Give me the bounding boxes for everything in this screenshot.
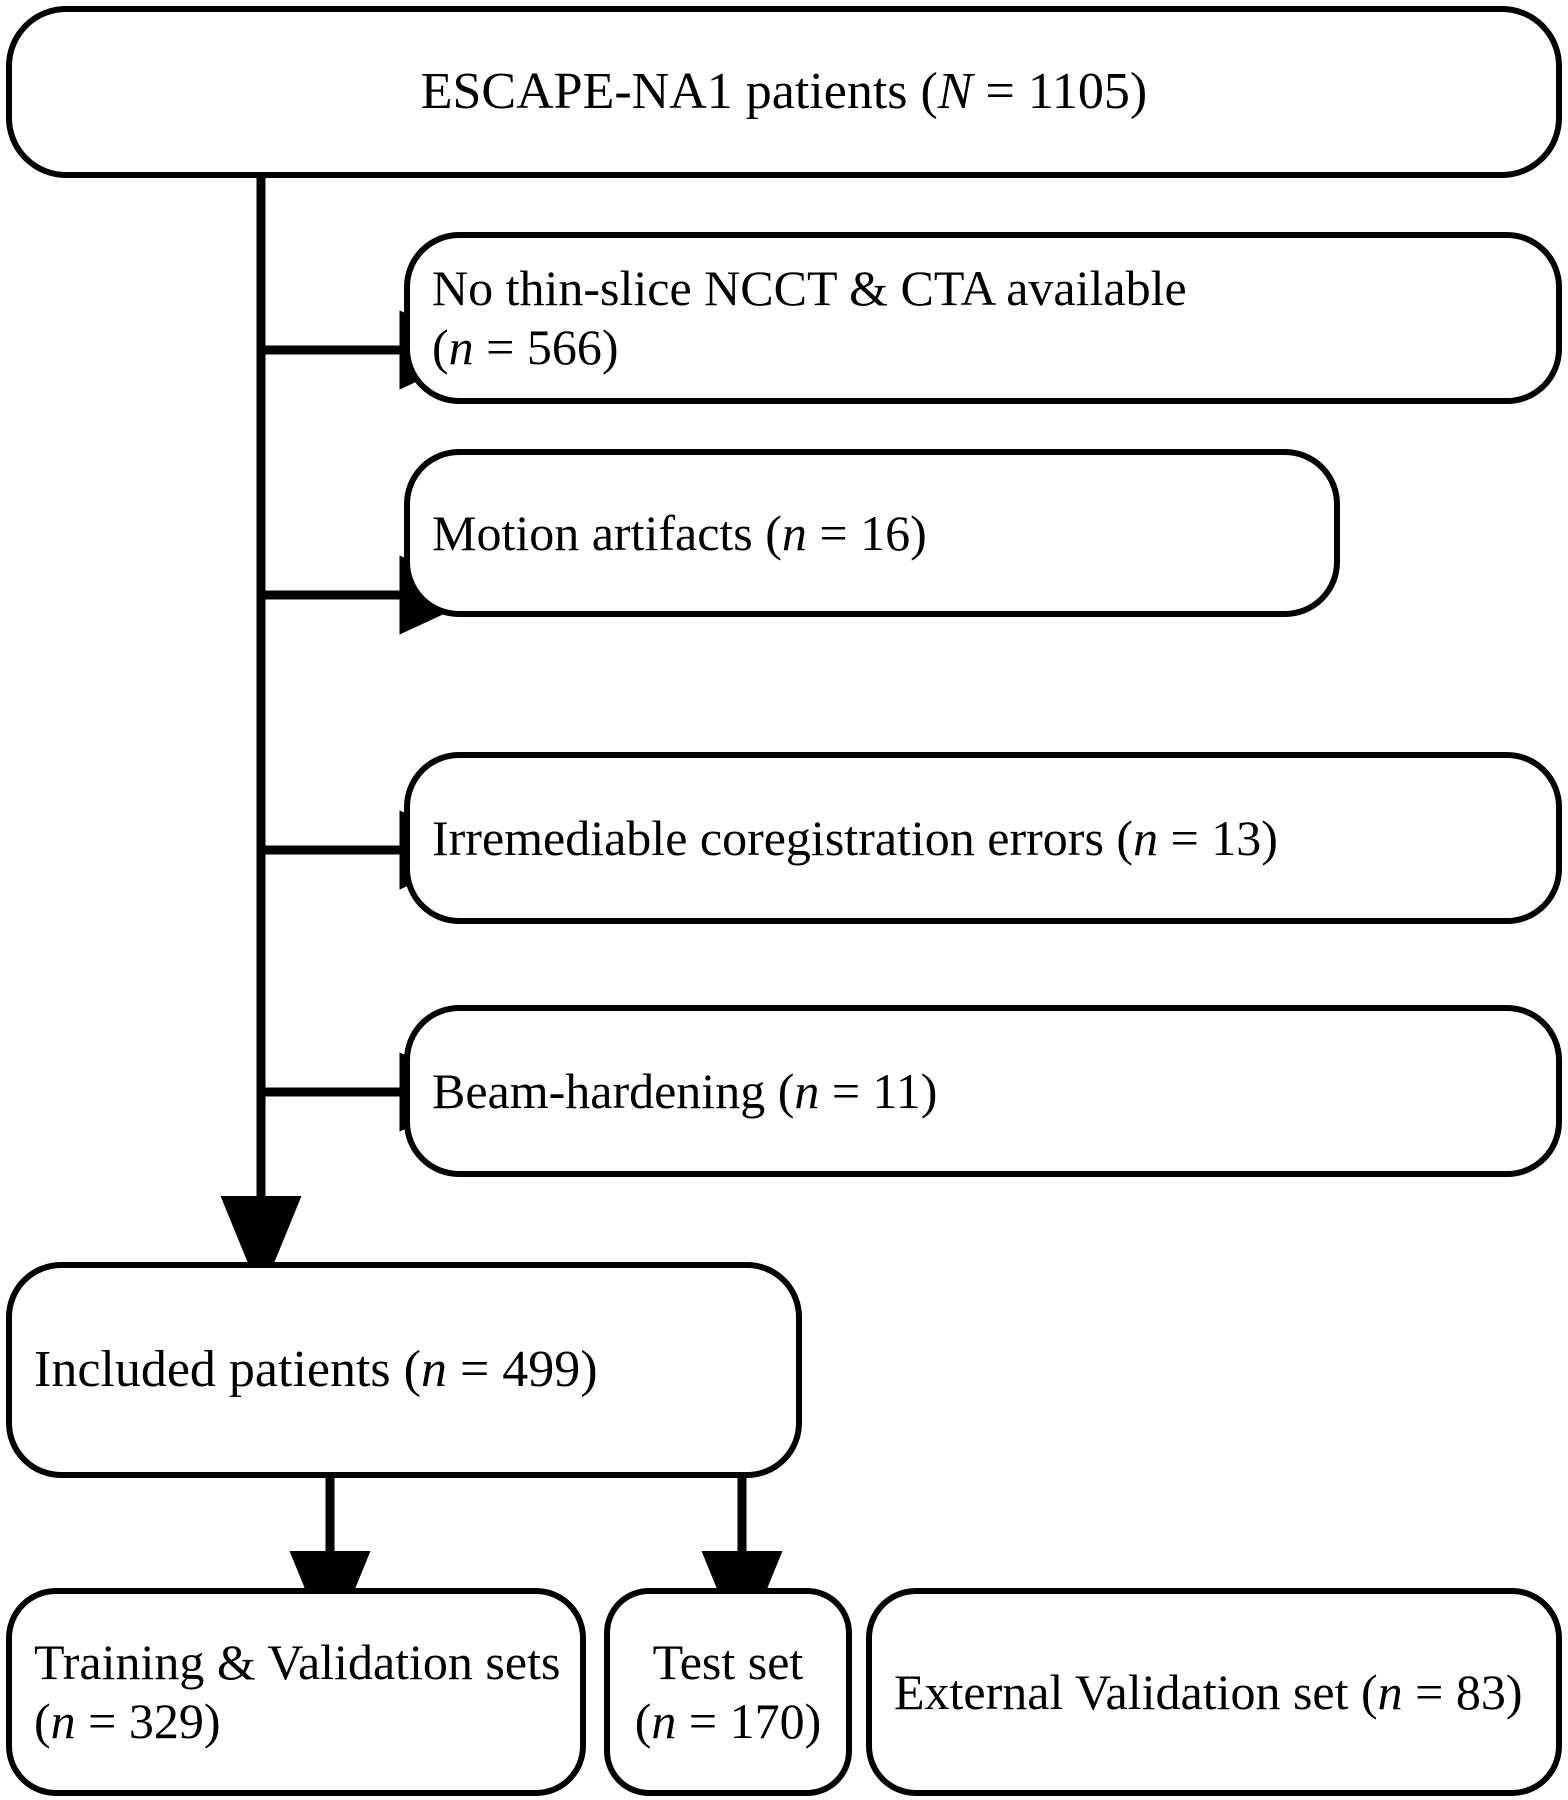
node-exclusion-coregistration-errors-label: Irremediable coregistration errors (n = …: [432, 809, 1278, 866]
node-test-set-label: Test set (n = 170): [634, 1634, 822, 1749]
node-training-validation-sets[interactable]: Training & Validation sets (n = 329): [6, 1588, 586, 1796]
node-included-patients-label: Included patients (n = 499): [34, 1341, 598, 1399]
node-source-cohort[interactable]: ESCAPE-NA1 patients (N = 1105): [6, 6, 1562, 178]
node-external-validation-set-label: External Validation set (n = 83): [894, 1663, 1523, 1720]
node-exclusion-no-thin-slice[interactable]: No thin-slice NCCT & CTA available(n = 5…: [404, 232, 1562, 404]
node-exclusion-motion-artifacts-label: Motion artifacts (n = 16): [432, 504, 927, 561]
node-exclusion-motion-artifacts[interactable]: Motion artifacts (n = 16): [404, 449, 1340, 617]
node-training-validation-sets-label: Training & Validation sets (n = 329): [34, 1634, 561, 1749]
node-test-set[interactable]: Test set (n = 170): [604, 1588, 852, 1796]
node-source-cohort-label: ESCAPE-NA1 patients (N = 1105): [420, 63, 1148, 121]
node-exclusion-beam-hardening-label: Beam-hardening (n = 11): [432, 1062, 938, 1119]
node-exclusion-no-thin-slice-label: No thin-slice NCCT & CTA available(n = 5…: [432, 260, 1187, 375]
node-external-validation-set[interactable]: External Validation set (n = 83): [866, 1588, 1562, 1796]
node-exclusion-coregistration-errors[interactable]: Irremediable coregistration errors (n = …: [404, 752, 1562, 924]
node-included-patients[interactable]: Included patients (n = 499): [6, 1262, 802, 1478]
node-exclusion-beam-hardening[interactable]: Beam-hardening (n = 11): [404, 1005, 1562, 1177]
